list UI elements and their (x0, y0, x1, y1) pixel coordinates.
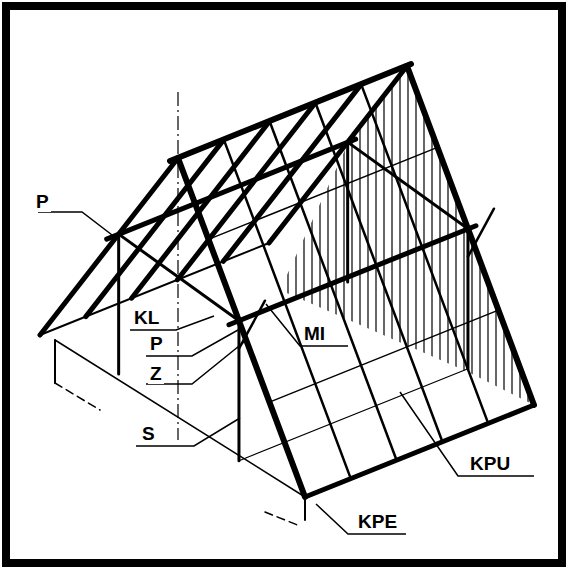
frame-line (86, 140, 224, 317)
part-label: MI (302, 324, 327, 344)
frame-line (468, 209, 494, 257)
frame-line (407, 60, 408, 420)
part-label: P (34, 192, 51, 212)
frame-line (107, 139, 356, 239)
frame-line (269, 66, 407, 243)
frame-line (239, 301, 265, 349)
frame-line (237, 321, 240, 461)
frame-line (535, 60, 536, 420)
frame-line (265, 512, 300, 526)
frame-line (346, 142, 349, 282)
frame-line (223, 84, 361, 261)
frame-line (495, 60, 496, 420)
frame-line (503, 60, 504, 420)
frame-line (177, 103, 315, 280)
frame-line (229, 226, 476, 325)
frame-line (407, 66, 534, 405)
part-label: Z (148, 364, 164, 384)
frame-line (348, 142, 468, 229)
frame-line (295, 60, 296, 420)
frame-line (305, 405, 534, 497)
frame-line (466, 229, 469, 369)
frame-line (343, 60, 344, 420)
frame-line (383, 60, 384, 420)
frame-line (431, 60, 432, 420)
part-label: KL (132, 308, 161, 328)
frame-line (55, 383, 100, 410)
frame-line (132, 121, 270, 298)
frame-line (479, 60, 480, 420)
frame-line (327, 60, 328, 420)
frame-line (54, 340, 56, 383)
frame-line (399, 60, 400, 420)
frame-line (40, 158, 178, 335)
frame-line (351, 60, 352, 420)
frame-line (55, 340, 305, 497)
frame-line (463, 60, 464, 420)
frame-line (239, 369, 468, 461)
frame-line (487, 60, 488, 420)
frame-line (415, 60, 416, 420)
part-label: KPE (356, 512, 399, 532)
frame-line (304, 497, 306, 520)
part-label: S (140, 424, 157, 444)
part-label: P (148, 334, 165, 354)
part-label: KPU (468, 454, 512, 474)
frame-line (527, 60, 528, 420)
frame-line (455, 60, 456, 420)
frame-line (117, 234, 120, 374)
frame-line (511, 60, 512, 420)
frame-line (391, 60, 392, 420)
frame-line (170, 64, 411, 161)
frame-line (269, 310, 498, 402)
frame-line (447, 60, 448, 420)
frame-line (375, 60, 376, 420)
frame-line (311, 60, 312, 420)
frame-line (208, 147, 437, 239)
